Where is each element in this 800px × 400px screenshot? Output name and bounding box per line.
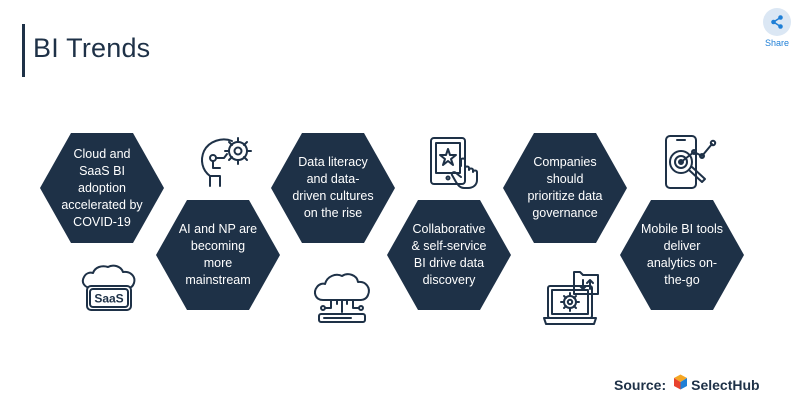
trend-text: Cloud and SaaS BI adoption accelerated b… <box>61 146 143 229</box>
trend-hexagon-data-literacy: Data literacy and data-driven cultures o… <box>271 133 395 243</box>
laptop-settings-folder-icon <box>542 266 604 330</box>
saas-cloud-icon: SaaS <box>78 264 140 316</box>
trend-text: Mobile BI tools deliver analytics on-the… <box>641 222 723 287</box>
trend-hexagon-governance: Companies should prioritize data governa… <box>503 133 627 243</box>
tablet-touch-star-icon <box>427 136 483 192</box>
title-accent-bar <box>22 24 25 77</box>
page-title: BI Trends <box>33 33 151 63</box>
cloud-network-icon <box>311 270 373 326</box>
trend-hexagon-ai-np: AI and NP are becoming more mainstream <box>156 200 280 310</box>
selecthub-logo-icon <box>673 374 688 395</box>
trend-hexagon-self-service: Collaborative & self-service BI drive da… <box>387 200 511 310</box>
trend-text: Collaborative & self-service BI drive da… <box>411 222 487 287</box>
ai-head-gear-icon <box>196 134 256 190</box>
brand-name[interactable]: SelectHub <box>691 376 760 393</box>
trend-text: Companies should prioritize data governa… <box>527 155 603 220</box>
mobile-analytics-icon <box>660 134 722 192</box>
share-button[interactable]: Share <box>756 8 798 48</box>
share-icon <box>763 8 791 36</box>
trend-hexagon-mobile-bi: Mobile BI tools deliver analytics on-the… <box>620 200 744 310</box>
share-label: Share <box>764 38 790 48</box>
trend-text: Data literacy and data-driven cultures o… <box>292 155 374 220</box>
saas-badge-text: SaaS <box>94 292 123 306</box>
source-label: Source: <box>614 376 667 393</box>
trend-text: AI and NP are becoming more mainstream <box>178 222 258 287</box>
trend-hexagon-cloud-saas: Cloud and SaaS BI adoption accelerated b… <box>40 133 164 243</box>
source-attribution: Source: SelectHub <box>614 374 760 395</box>
